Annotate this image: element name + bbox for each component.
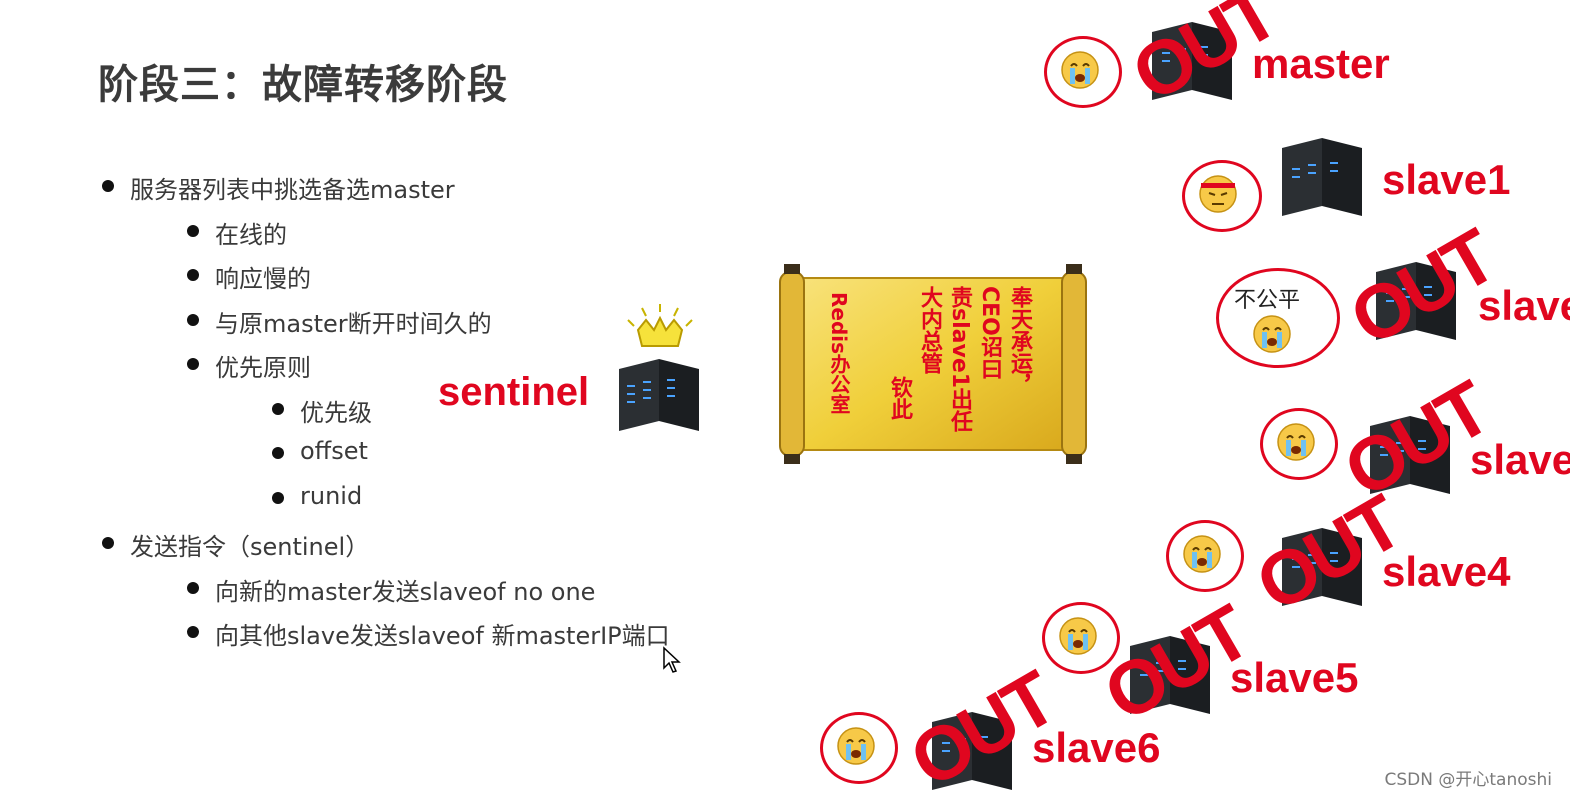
bullet-candidate-master: 服务器列表中挑选备选master	[130, 176, 455, 204]
bullet-dot	[187, 358, 199, 370]
scroll-background	[779, 264, 1087, 464]
master-label: master	[1252, 40, 1390, 87]
bullet-dot	[272, 492, 284, 504]
slave2-server-icon	[1376, 262, 1456, 340]
bullet-dot	[102, 537, 114, 549]
bullet-priority-rule: 优先原则	[215, 354, 311, 382]
scroll-line-3: 责slave1出任	[947, 286, 972, 433]
slave2-label: slave	[1478, 282, 1570, 329]
bullet-dot	[272, 403, 284, 415]
crying-face-icon	[1183, 535, 1221, 573]
watermark: CSDN @开心tanoshi	[1384, 770, 1553, 790]
slave3-server-icon	[1370, 416, 1450, 494]
determined-face-icon	[1199, 175, 1237, 213]
crown-icon	[627, 304, 693, 347]
crying-face-icon	[1061, 51, 1099, 89]
slave4-label: slave4	[1382, 548, 1511, 595]
bullet-dot	[187, 626, 199, 638]
slave4-server-icon	[1282, 528, 1362, 606]
slave6-label: slave6	[1032, 724, 1161, 771]
scroll-line-1: 奉天承运，	[1007, 286, 1032, 396]
slave6-server-icon	[932, 712, 1012, 790]
slave5-server-icon	[1130, 636, 1210, 714]
slave1-label: slave1	[1382, 156, 1511, 203]
bullet-slow-response: 响应慢的	[215, 265, 311, 293]
crying-face-icon	[837, 727, 875, 765]
slave3-label: slave	[1470, 436, 1570, 483]
master-server-icon	[1152, 22, 1232, 100]
sentinel-label: sentinel	[438, 370, 590, 414]
mouse-cursor-icon	[663, 646, 681, 673]
unfair-text: 不公平	[1234, 288, 1301, 313]
bullet-runid: runid	[300, 482, 363, 510]
bullet-disconnect-time: 与原master断开时间久的	[215, 310, 492, 338]
bullet-dot	[187, 269, 199, 281]
scroll-line-5: 钦此	[887, 376, 912, 420]
slave1-server-icon	[1282, 138, 1362, 216]
bullet-slaveof-new-master: 向其他slave发送slaveof 新masterIP端口	[215, 622, 670, 650]
bullet-online: 在线的	[215, 221, 287, 249]
scroll-signature: Redis办公室	[827, 292, 851, 415]
slide-title: 阶段三：故障转移阶段	[98, 62, 508, 108]
scroll-line-2: CEO诏曰	[977, 286, 1002, 380]
bullet-priority: 优先级	[300, 399, 372, 427]
bullet-dot	[187, 225, 199, 237]
crying-face-icon	[1059, 617, 1097, 655]
bullet-dot	[102, 180, 114, 192]
out-stamp-slave6: OUT	[896, 656, 1068, 798]
bullet-dot	[187, 582, 199, 594]
bullet-send-command: 发送指令（sentinel）	[130, 533, 370, 561]
sentinel-server-icon	[615, 355, 701, 437]
bullet-dot	[187, 314, 199, 326]
crying-face-icon	[1253, 315, 1291, 353]
slave5-label: slave5	[1230, 654, 1359, 701]
bullet-dot	[272, 447, 284, 459]
bullet-offset: offset	[300, 437, 368, 465]
scroll-line-4: 大内总管	[917, 286, 942, 374]
bullet-slaveof-no-one: 向新的master发送slaveof no one	[215, 578, 596, 606]
crying-face-icon	[1277, 423, 1315, 461]
